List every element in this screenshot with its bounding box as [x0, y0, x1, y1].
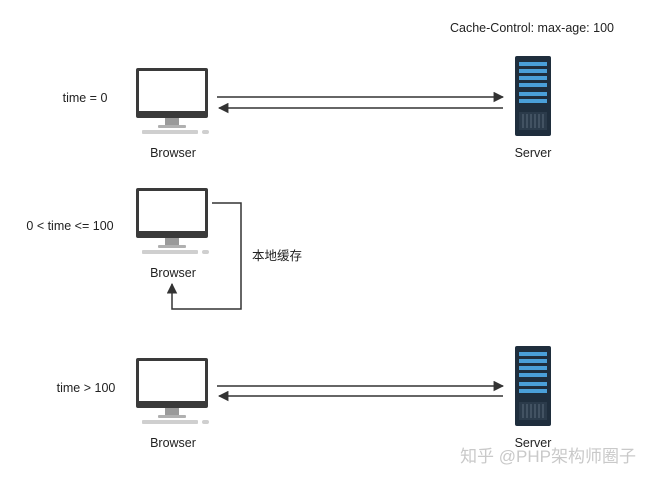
- monitor-icon: [136, 188, 209, 254]
- watermark-text: 知乎 @PHP架构师圈子: [460, 447, 636, 466]
- row1-browser-label: Browser: [150, 146, 196, 160]
- row2-browser-label: Browser: [150, 266, 196, 280]
- local-cache-label: 本地缓存: [252, 249, 302, 263]
- monitor-icon: [136, 68, 209, 134]
- row2-time-label: 0 < time <= 100: [26, 219, 113, 233]
- server-icon: [514, 345, 552, 427]
- server-icon: [514, 55, 552, 137]
- local-cache-loop-arrow: [166, 202, 242, 310]
- row3-time-label: time > 100: [57, 381, 116, 395]
- row3-browser-label: Browser: [150, 436, 196, 450]
- row1-time-label: time = 0: [63, 91, 108, 105]
- row1-server-label: Server: [515, 146, 552, 160]
- row3-server-label: Server: [515, 436, 552, 450]
- monitor-icon: [136, 358, 209, 424]
- cache-control-header: Cache-Control: max-age: 100: [450, 21, 614, 35]
